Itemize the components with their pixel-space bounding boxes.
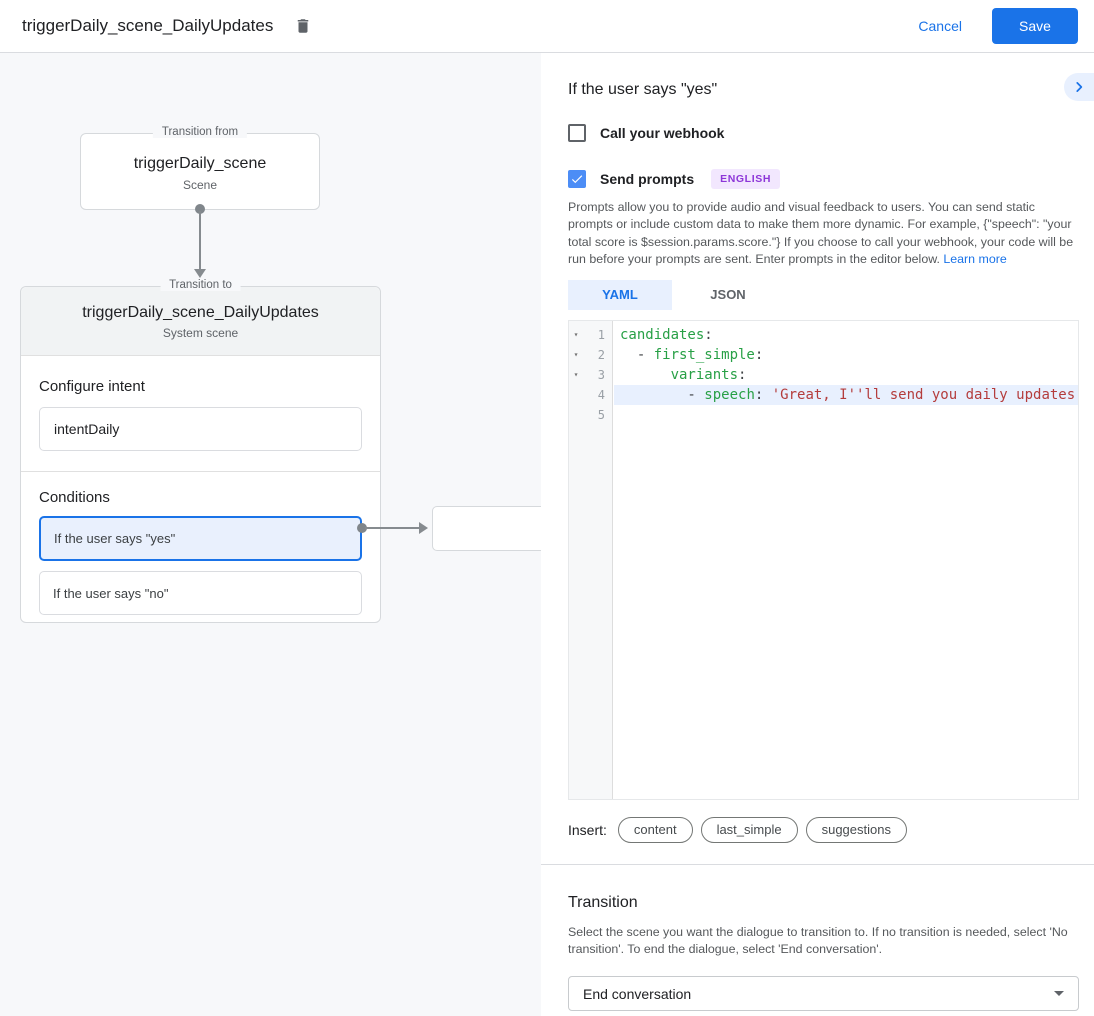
line-number: 5 — [597, 407, 605, 422]
code-token-punc: : — [738, 366, 747, 383]
conditions-label: Conditions — [39, 489, 110, 506]
insert-chip-content[interactable]: content — [617, 816, 693, 843]
tab-yaml[interactable]: YAML — [568, 279, 672, 310]
arrowhead-right-icon — [419, 522, 428, 534]
to-scene-subtitle: System scene — [162, 326, 239, 340]
condition-target-node[interactable] — [432, 506, 541, 551]
code-token-punc: - — [620, 386, 705, 403]
language-badge: ENGLISH — [711, 169, 780, 189]
configure-intent-label: Configure intent — [39, 378, 145, 395]
connector-dot — [357, 523, 367, 533]
code-token-str: 'Great, I''ll send you daily updates. — [771, 386, 1078, 403]
scene-flow-canvas: Transition from triggerDaily_scene Scene… — [0, 53, 541, 1016]
code-line[interactable] — [614, 405, 1078, 425]
condition-item-yes[interactable]: If the user says "yes" — [39, 516, 362, 561]
connector-line-horizontal — [365, 527, 420, 529]
gutter-row: ▾2 — [569, 345, 612, 365]
code-token-key: candidates — [620, 326, 705, 343]
code-token-key: speech — [704, 386, 755, 403]
line-number: 4 — [597, 387, 605, 402]
scene-card-header: triggerDaily_scene_DailyUpdates System s… — [21, 287, 380, 356]
from-scene-subtitle: Scene — [182, 178, 218, 192]
code-lines[interactable]: candidates: - first_simple: variants: - … — [614, 321, 1078, 425]
transition-description: Select the scene you want the dialogue t… — [568, 924, 1068, 957]
save-button[interactable]: Save — [992, 8, 1078, 44]
fold-arrow-icon[interactable]: ▾ — [573, 370, 579, 380]
call-webhook-label: Call your webhook — [600, 125, 725, 141]
connector-line-vertical — [199, 211, 201, 269]
code-token-punc: - — [620, 346, 654, 363]
gutter-row: 5 — [569, 405, 612, 425]
code-line-active[interactable]: - speech: 'Great, I''ll send you daily u… — [614, 384, 1078, 405]
insert-chip-suggestions[interactable]: suggestions — [805, 816, 907, 843]
send-prompts-label: Send prompts — [600, 171, 695, 187]
top-bar: triggerDaily_scene_DailyUpdates Cancel S… — [0, 0, 1094, 53]
transition-heading: Transition — [568, 893, 638, 911]
transition-from-label: Transition from — [152, 126, 248, 138]
cancel-button[interactable]: Cancel — [918, 18, 962, 34]
from-scene-title: triggerDaily_scene — [133, 155, 267, 172]
code-token-punc: : — [754, 346, 764, 363]
intent-input[interactable]: intentDaily — [39, 407, 362, 451]
line-number: 3 — [597, 367, 605, 382]
condition-editor-panel: If the user says "yes" Call your webhook… — [541, 53, 1094, 1016]
gutter-row: ▾1 — [569, 325, 612, 345]
line-number: 1 — [597, 327, 605, 342]
code-line[interactable]: candidates: — [614, 325, 1078, 345]
code-token-punc: : — [754, 386, 772, 403]
learn-more-link[interactable]: Learn more — [943, 252, 1007, 267]
dropdown-caret-icon — [1054, 991, 1064, 997]
call-webhook-checkbox[interactable] — [568, 124, 586, 142]
code-token-punc: : — [704, 326, 713, 343]
page-title: triggerDaily_scene_DailyUpdates — [22, 16, 274, 35]
transition-dropdown[interactable]: End conversation — [568, 976, 1079, 1012]
code-token-key: variants — [670, 366, 739, 383]
prompts-description: Prompts allow you to provide audio and v… — [568, 199, 1079, 269]
card-divider — [21, 471, 380, 472]
transition-to-node[interactable]: Transition to triggerDaily_scene_DailyUp… — [20, 279, 381, 623]
fold-arrow-icon[interactable]: ▾ — [573, 330, 579, 340]
trash-icon — [294, 16, 312, 36]
tab-json[interactable]: JSON — [710, 287, 746, 303]
section-divider — [541, 863, 1094, 865]
insert-label: Insert: — [568, 821, 607, 838]
prompts-description-text: Prompts allow you to provide audio and v… — [568, 200, 1074, 267]
code-token-punc — [620, 367, 671, 383]
panel-heading: If the user says "yes" — [568, 81, 718, 98]
send-prompts-checkbox[interactable] — [568, 170, 586, 188]
gutter-row: 4 — [569, 385, 612, 405]
to-scene-title: triggerDaily_scene_DailyUpdates — [82, 304, 319, 321]
insert-chip-last-simple[interactable]: last_simple — [700, 816, 798, 843]
checkmark-icon — [570, 172, 584, 186]
collapse-panel-button[interactable] — [1064, 73, 1094, 101]
code-token-key: first_simple — [653, 346, 755, 363]
editor-tabs: YAML JSON — [568, 279, 1078, 310]
delete-scene-button[interactable] — [292, 15, 314, 37]
chevron-right-icon — [1072, 80, 1086, 94]
code-line[interactable]: - first_simple: — [614, 345, 1078, 365]
transition-to-label: Transition to — [160, 279, 241, 291]
connector-dot — [195, 204, 205, 214]
transition-dropdown-value: End conversation — [583, 985, 692, 1002]
insert-row: Insert: content last_simple suggestions — [568, 816, 1078, 843]
condition-item-no[interactable]: If the user says "no" — [39, 571, 362, 615]
line-number: 2 — [597, 347, 605, 362]
arrowhead-down-icon — [194, 269, 206, 278]
code-line[interactable]: variants: — [614, 365, 1078, 385]
gutter-row: ▾3 — [569, 365, 612, 385]
transition-from-node[interactable]: Transition from triggerDaily_scene Scene — [80, 126, 320, 210]
fold-arrow-icon[interactable]: ▾ — [573, 350, 579, 360]
